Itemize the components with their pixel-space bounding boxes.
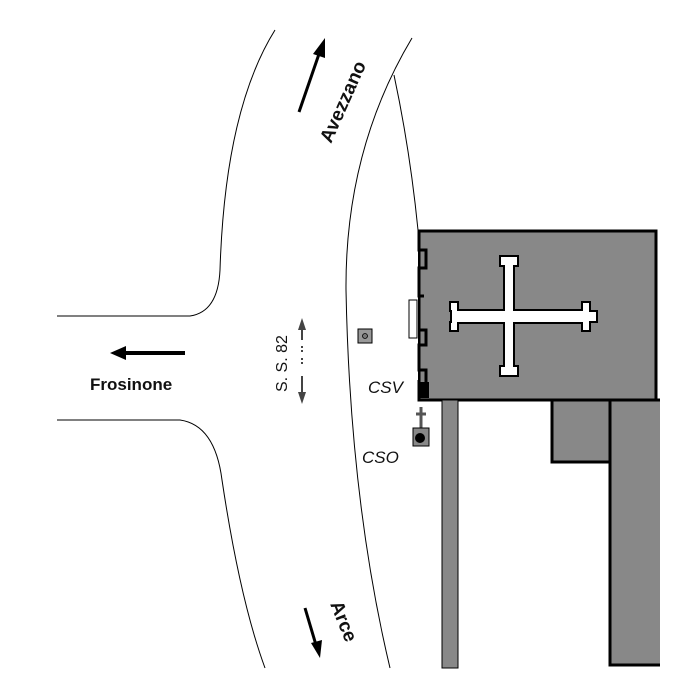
- strip-building: [441, 399, 459, 669]
- small-cross-icon: [416, 407, 426, 428]
- annex-small: [550, 398, 612, 464]
- cso-dot-icon: [415, 433, 425, 443]
- road-edges: [57, 29, 419, 669]
- csv-block: [419, 382, 429, 398]
- marker-dot-icon: [362, 333, 368, 339]
- road-edge-upper-left: [57, 29, 276, 317]
- arrow-south-icon: [303, 607, 322, 658]
- road-edge-lower-left: [57, 419, 266, 669]
- label-frosinone: Frosinone: [90, 375, 172, 394]
- annex-large-right-clip: [660, 395, 700, 675]
- label-avezzano: Avezzano: [316, 58, 371, 146]
- label-arce: Arce: [325, 598, 360, 645]
- building: [408, 229, 700, 675]
- entrance-door: [408, 299, 418, 339]
- arrow-north-icon: [297, 38, 325, 113]
- label-csv: CSV: [368, 378, 405, 397]
- markers: [357, 328, 430, 447]
- road-bidirectional-arrow-icon: [298, 318, 306, 404]
- label-cso: CSO: [362, 448, 399, 467]
- access-line: [393, 74, 419, 231]
- label-road-ss82: S. S. 82: [274, 335, 291, 392]
- arrows: [110, 38, 325, 658]
- road-edge-right: [345, 37, 413, 669]
- arrow-west-icon: [110, 346, 185, 360]
- cross-icon: [449, 255, 598, 377]
- annex-large: [608, 398, 664, 667]
